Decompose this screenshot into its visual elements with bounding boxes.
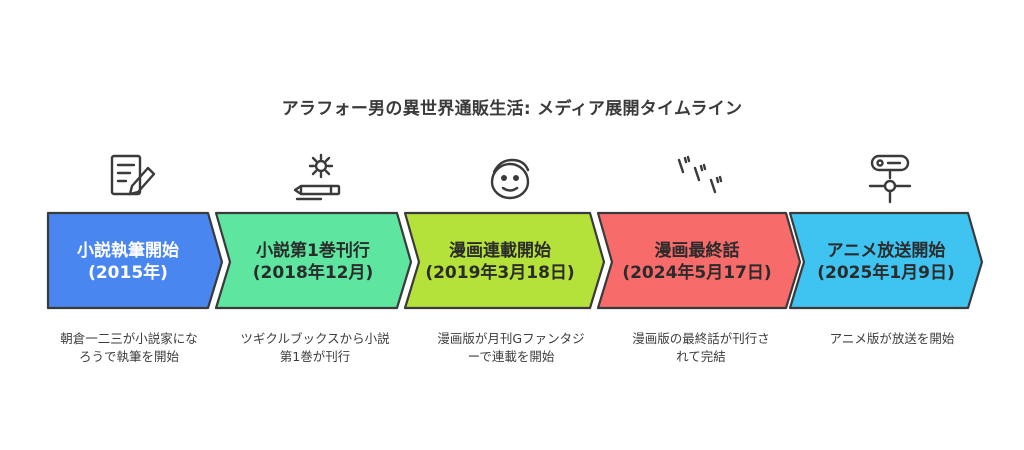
stage-name: アニメ放送開始 (826, 241, 946, 261)
stage-description-1: 朝倉一二三が小説家になろうで執筆を開始 (60, 331, 198, 364)
sound-effect-icon (669, 150, 729, 206)
stage-name: 小説執筆開始 (77, 241, 179, 261)
stage-name: 小説第1巻刊行 (256, 241, 370, 261)
stage-description-3: 漫画版が月刊Gファンタジーで連載を開始 (437, 331, 585, 364)
cartoon-face-icon (480, 150, 540, 206)
stage-description-4: 漫画版の最終話が刊行されて完結 (632, 331, 770, 364)
stage-date: (2025年1月9日) (817, 263, 955, 283)
stage-date: (2015年) (88, 263, 168, 283)
stage-label-2: 小説第1巻刊行(2018年12月) (234, 222, 392, 302)
stage-date: (2024年5月17日) (622, 263, 772, 283)
stage-shape-4 (596, 211, 802, 310)
stage-date: (2019年3月18日) (425, 263, 575, 283)
diagram-title: アラフォー男の異世界通販生活: メディア展開タイムライン (281, 99, 743, 119)
stage-label-4: 漫画最終話(2024年5月17日) (618, 222, 776, 302)
stage-label-5: アニメ放送開始(2025年1月9日) (806, 222, 966, 302)
stage-name: 漫画最終話 (654, 241, 740, 261)
stage-label-3: 漫画連載開始(2019年3月18日) (425, 222, 575, 302)
stage-date: (2018年12月) (252, 263, 374, 283)
gear-pencil-icon (291, 150, 351, 206)
stage-description-2: ツギクルブックスから小説第1巻が刊行 (240, 331, 390, 364)
broadcast-toggle-icon (860, 150, 920, 206)
stage-label-1: 小説執筆開始(2015年) (52, 222, 204, 302)
stage-name: 漫画連載開始 (449, 241, 551, 261)
stage-description-5: アニメ版が放送を開始 (829, 331, 955, 346)
stage-shape-3 (403, 211, 606, 310)
document-pencil-icon (102, 150, 162, 206)
stage-shape-1 (46, 211, 224, 310)
stage-shape-5 (788, 211, 984, 310)
stage-shape-2 (214, 211, 413, 310)
